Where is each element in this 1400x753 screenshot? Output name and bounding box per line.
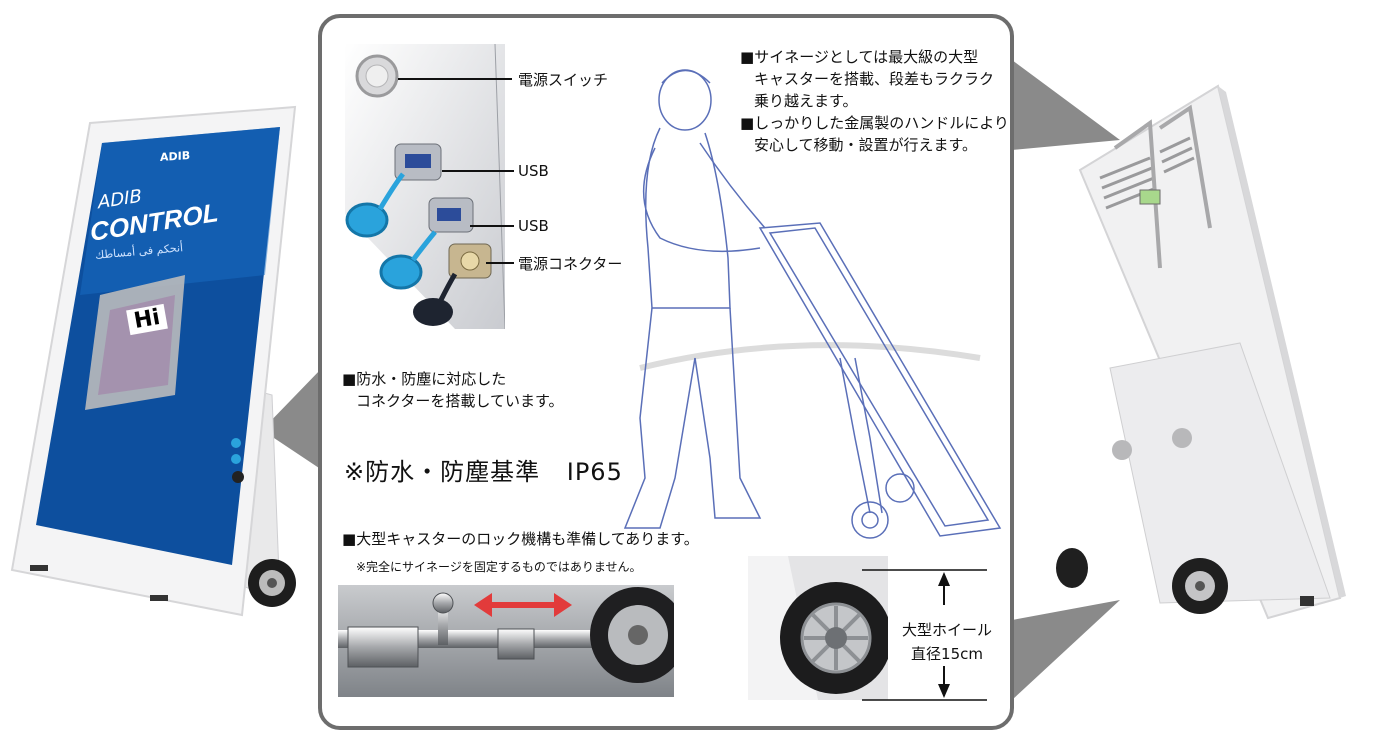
caster-note: サイネージとしては最大級の大型 キャスターを搭載、段差もラクラク 乗り越えます。… [740,46,1009,156]
ip-rating: IP65 [566,458,623,486]
leader-line-power-switch [398,78,512,80]
lock-note-line: 大型キャスターのロック機構も準備してあります。 [356,530,699,548]
caster-note-line-3: 乗り越えます。 [754,92,858,110]
right-wedge-bottom [1012,600,1120,700]
waterproof-note: 防水・防塵に対応した コネクターを搭載しています。 [342,368,563,412]
power-connector-label: 電源コネクター [518,255,623,273]
right-wedge-top [1012,60,1120,150]
bullet-square [740,114,754,132]
bullet-square [342,370,356,388]
power-switch-label: 電源スイッチ [518,71,609,89]
wheel-photo [748,556,888,700]
usb-label-1: USB [518,162,549,180]
connector-photo-drawing [345,44,505,329]
leader-line-power-connector [486,262,514,264]
usb-label-2: USB [518,217,549,235]
right-signage-drawing [1056,84,1346,620]
wheel-label-line-2: 直径15cm [911,645,983,663]
waterproof-standard: ※防水・防塵基準 IP65 [344,452,623,487]
bullet-square [740,48,754,66]
waterproof-standard-label: ※防水・防塵基準 [344,458,541,486]
connector-photo [345,44,505,329]
wheel-label: 大型ホイール 直径15cm [902,618,993,666]
handle-note-line-1: しっかりした金属製のハンドルにより [754,114,1009,132]
caster-note-line-1: サイネージとしては最大級の大型 [754,48,979,66]
waterproof-note-line-1: 防水・防塵に対応した [356,370,507,388]
caster-note-line-2: キャスターを搭載、段差もラクラク [754,70,995,88]
right-signage-product [1040,78,1390,638]
handle-note-line-2: 安心して移動・設置が行えます。 [754,136,978,154]
person-with-cart-illustration [600,58,1010,548]
wheel-dimension-arrows [862,569,987,701]
left-wedge [262,368,322,470]
wheel-photo-drawing [748,556,888,700]
lock-disclaimer: ※完全にサイネージを固定するものではありません。 [356,560,642,574]
wheel-label-line-1: 大型ホイール [902,621,993,639]
cart-sketch [623,69,1002,539]
leader-line-usb-1 [442,170,514,172]
bullet-square [342,530,356,548]
poster-brand: ADIB [160,148,191,165]
lock-mechanism-photo [338,585,674,697]
leader-line-usb-2 [470,225,514,227]
lock-photo-drawing [338,585,674,697]
waterproof-note-line-2: コネクターを搭載しています。 [356,392,564,410]
left-signage-product: ADIB ADIB CONTROL أنحكم فى أمساطك Hi [10,95,310,665]
lock-note: 大型キャスターのロック機構も準備してあります。 [342,528,699,550]
left-signage-drawing [10,105,297,617]
